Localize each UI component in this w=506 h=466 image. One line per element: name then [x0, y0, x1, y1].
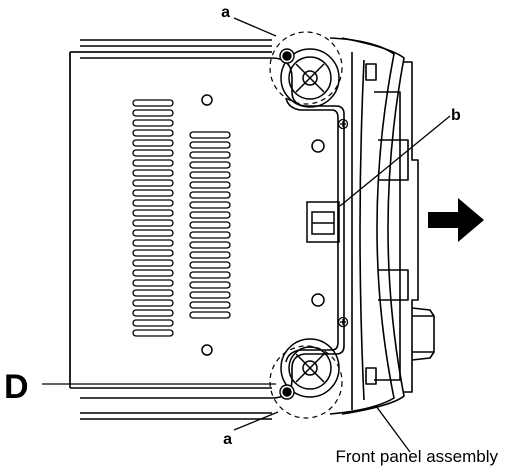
screw-a-bottom: [279, 384, 295, 400]
label-b: b: [451, 107, 461, 124]
callout-circle-top: [269, 31, 343, 105]
label-view-d: D: [4, 368, 29, 406]
label-a-bottom: a: [223, 431, 232, 448]
label-a-top: a: [221, 4, 230, 21]
center-latch: [306, 201, 340, 243]
callout-circle-bottom: [269, 345, 343, 419]
small-screws: [337, 118, 349, 328]
vent-slots-left: [132, 99, 174, 337]
chassis-body: [69, 39, 345, 420]
foot-bottom: [280, 338, 340, 398]
screw-a-top: [279, 48, 295, 64]
leader-lines: [42, 17, 451, 453]
right-arrow-icon: [428, 198, 484, 242]
front-panel-assembly: [329, 37, 435, 415]
caption-front-panel-assembly: Front panel assembly: [335, 447, 498, 466]
mount-holes: [201, 94, 325, 356]
foot-top: [280, 48, 340, 108]
vent-slots-right: [189, 131, 231, 319]
